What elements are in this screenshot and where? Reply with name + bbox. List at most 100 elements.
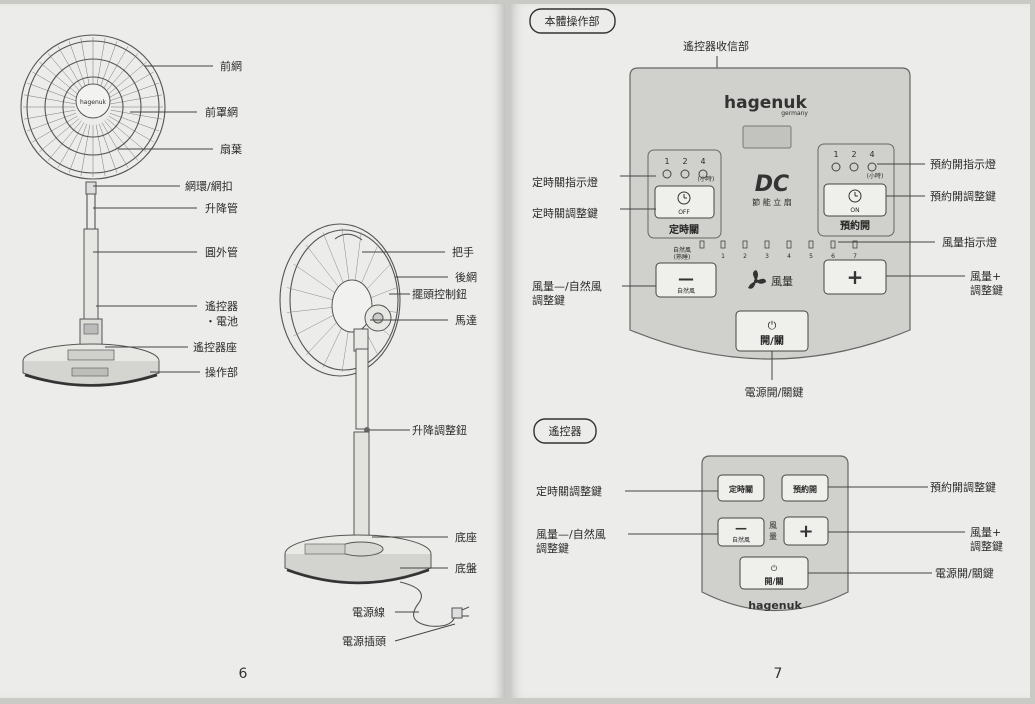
remote-callout-wind-minus-1: 風量—/自然風 xyxy=(536,527,606,541)
callout-wind-minus-2: 調整鍵 xyxy=(532,293,565,307)
speed-natural-sub: (熟睡) xyxy=(674,253,691,261)
panel-minus-natural: 自然風 xyxy=(677,287,695,295)
fan-center-brand: hagenuk xyxy=(80,99,107,106)
label-remote-holder: 遙控器座 xyxy=(193,340,237,354)
timer-off-unit: (小時) xyxy=(698,175,715,183)
grill-spoke xyxy=(32,71,78,99)
speed-indicator-light xyxy=(830,240,836,249)
grill-spoke xyxy=(80,38,91,90)
label-ir-receiver: 遙控器收信部 xyxy=(683,39,749,53)
grill-rib xyxy=(353,232,362,289)
label-outer-tube: 圓外管 xyxy=(205,245,238,259)
grill-spoke xyxy=(68,41,88,91)
grill-spoke xyxy=(39,118,80,153)
left-page: hagenuk xyxy=(0,4,505,698)
callout-wind-plus-1: 風量+ xyxy=(970,270,1001,283)
section-tag-remote: 遙控器 xyxy=(533,418,597,444)
timer-hour-number: 1 xyxy=(664,157,669,166)
speed-indicator-light xyxy=(852,240,858,249)
grill-rib xyxy=(305,244,343,292)
dc-subtitle: 節 能 立 扇 xyxy=(752,197,792,207)
timer-indicator-light xyxy=(867,162,877,172)
speed-natural-label: 自然風 xyxy=(673,246,691,254)
speed-indicator-light xyxy=(742,240,748,249)
remote-plus-button[interactable] xyxy=(783,516,829,546)
panel-plus-button[interactable] xyxy=(823,259,887,295)
grill-rib xyxy=(341,227,351,289)
timer-hour-number: 4 xyxy=(869,150,874,159)
timer-hour-number: 1 xyxy=(833,150,838,159)
timer-off-button[interactable]: 定時關 xyxy=(669,223,699,236)
remote-minus-button[interactable] xyxy=(717,517,765,547)
grill-spoke xyxy=(57,46,85,92)
label-handle: 把手 xyxy=(452,245,474,259)
remote-timer-on-label: 預約開 xyxy=(793,484,817,494)
panel-power-symbol: ⏻ xyxy=(768,319,777,332)
grill-spoke xyxy=(98,41,118,91)
remote-brand: hagenuk xyxy=(748,599,802,612)
label-power-plug: 電源插頭 xyxy=(342,634,386,648)
remote-leaders xyxy=(625,486,965,574)
callout-wind-plus-2: 調整鍵 xyxy=(970,283,1003,297)
panel-minus-button[interactable] xyxy=(655,262,717,298)
label-height-knob: 升降調整鈕 xyxy=(412,423,467,437)
label-front-cover-grill: 前罩網 xyxy=(205,105,238,119)
remote-timer-off-button[interactable] xyxy=(717,474,765,502)
grill-spoke xyxy=(24,94,76,105)
page-number-right: 7 xyxy=(774,666,783,682)
label-rear-grill: 後網 xyxy=(455,270,477,284)
grill-spoke xyxy=(95,38,106,90)
timer-hour-number: 4 xyxy=(700,157,705,166)
section-title-body: 本體操作部 xyxy=(545,14,600,28)
callout-timer-off-indicator: 定時關指示燈 xyxy=(532,175,598,189)
speed-number: 4 xyxy=(787,253,791,260)
remote-timer-on-button[interactable] xyxy=(781,474,829,502)
side-view-fan xyxy=(279,223,470,627)
timer-off-off-label: OFF xyxy=(678,209,690,216)
remote-callout-timer-off: 定時關調整鍵 xyxy=(536,484,602,498)
label-remote-battery-2: ・電池 xyxy=(205,315,238,328)
speed-indicator-light xyxy=(764,240,770,249)
grill-spoke xyxy=(57,122,85,168)
remote-minus-natural: 自然風 xyxy=(732,536,750,544)
left-page-illustration: hagenuk xyxy=(20,34,477,682)
callout-power-key: 電源開/關鍵 xyxy=(745,385,804,399)
speed-number: 6 xyxy=(831,253,835,260)
timer-hour-number: 2 xyxy=(851,150,856,159)
panel-leaders xyxy=(620,163,965,380)
timer-on-on-label: ON xyxy=(850,207,859,214)
callout-timer-off-key: 定時關調整鍵 xyxy=(532,206,598,220)
grill-spoke xyxy=(106,118,147,153)
remote-callout-wind-plus-2: 調整鍵 xyxy=(970,539,1003,553)
timer-on-button[interactable]: 預約開 xyxy=(840,219,870,232)
section-tag-body: 本體操作部 xyxy=(529,8,616,34)
callout-wind-minus-1: 風量—/自然風 xyxy=(532,279,602,293)
timer-indicator-light xyxy=(849,162,859,172)
timer-hour-number: 2 xyxy=(682,157,687,166)
grill-spoke xyxy=(109,82,159,102)
label-power-cord: 電源線 xyxy=(352,605,385,619)
label-base-plate: 底盤 xyxy=(455,561,477,575)
speed-number: 5 xyxy=(809,253,813,260)
grill-spoke xyxy=(32,115,78,143)
grill-spoke xyxy=(101,46,129,92)
grill-spoke xyxy=(101,122,129,168)
speed-number: 1 xyxy=(721,253,725,260)
remote-wind-1: 風 xyxy=(769,521,777,530)
panel-wind-label: 風量 xyxy=(771,275,793,288)
remote-plus-sign: + xyxy=(798,521,813,542)
callout-wind-indicator: 風量指示燈 xyxy=(942,235,997,249)
remote-power-label: 開/關 xyxy=(765,576,784,586)
panel-plus-sign: + xyxy=(847,265,864,289)
grill-spoke xyxy=(47,120,82,161)
timer-indicator-light xyxy=(698,169,708,179)
grill-spoke xyxy=(108,115,154,143)
label-front-grill: 前網 xyxy=(220,59,242,73)
panel-brand: hagenuk xyxy=(724,93,807,113)
speed-indicator-light xyxy=(808,240,814,249)
grill-spoke xyxy=(47,53,82,94)
remote-callout-wind-plus-1: 風量+ xyxy=(970,526,1001,539)
